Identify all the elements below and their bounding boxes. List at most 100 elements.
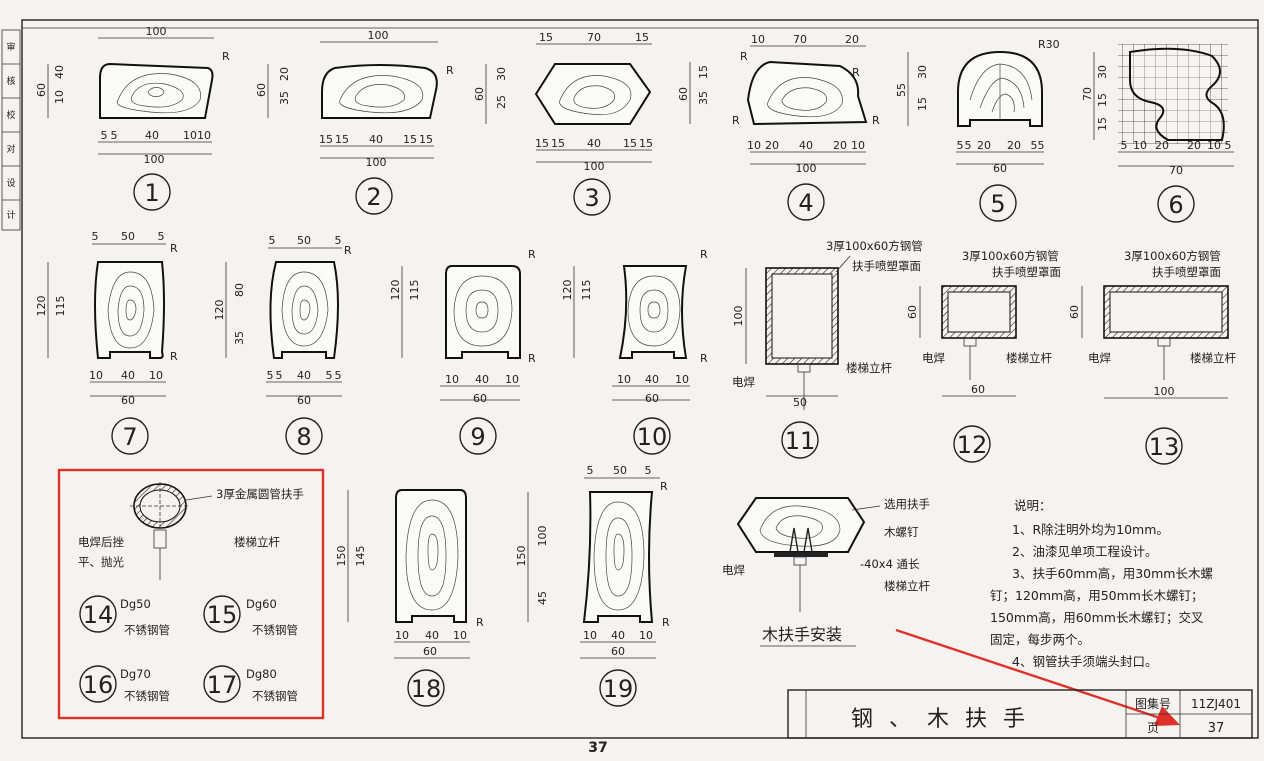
dim-label: 10 [453, 629, 467, 642]
profile-10: 120 115 10 40 10 60 R R 10 [561, 248, 708, 455]
radius-label: R [852, 66, 860, 79]
dim-label: 10 [639, 629, 653, 642]
dim-label: 15 [639, 137, 653, 150]
dim-label: 50 [121, 230, 135, 243]
dim-label: 5 [269, 234, 276, 247]
dim-label: 55 [895, 83, 908, 97]
dim-label: 10 [747, 139, 761, 152]
dim-label: 40 [145, 129, 159, 142]
tube-type: 不锈钢管 [124, 689, 170, 703]
profile-8: 5 50 5 120 80 35 5 5 40 5 5 60 R 8 [213, 234, 352, 455]
radius-label: R [170, 242, 178, 255]
steel-label: 3厚100x60方钢管 [826, 239, 923, 253]
detail-number: 1 [144, 179, 159, 207]
profile-3: 15 70 15 60 30 25 15 15 40 15 15 100 3 [473, 31, 653, 216]
detail-number: 19 [603, 675, 634, 703]
dim-label: 5 [957, 139, 964, 152]
dim-label: 60 [473, 392, 487, 405]
radius-label: R [528, 352, 536, 365]
dim-label: 60 [993, 162, 1007, 175]
weld-label: 电焊 [722, 563, 745, 577]
weld-label: 电焊后挫 [78, 535, 124, 549]
notes-block: 说明： 1、R除注明外均为10mm。 2、油漆见单项工程设计。 3、扶手60mm… [990, 498, 1213, 669]
tube-type: 不锈钢管 [252, 689, 298, 703]
radius-label: R [732, 114, 740, 127]
detail-number: 9 [470, 423, 485, 451]
detail-number: 4 [798, 189, 813, 217]
detail-number: 3 [584, 184, 599, 212]
notes-title: 说明： [1014, 498, 1052, 513]
dim-label: 10 [505, 373, 519, 386]
side-tab: 审 核 校 对 设 计 [1, 29, 21, 231]
highlight-box [57, 468, 325, 720]
dim-label: 70 [1081, 87, 1094, 101]
install-title: 木扶手安装 [762, 625, 842, 644]
notes-line: 固定，每步两个。 [990, 632, 1090, 647]
dim-label: 10 [89, 369, 103, 382]
dim-label: 5 [1031, 139, 1038, 152]
dim-label: 100 [584, 160, 605, 173]
dim-label: 60 [677, 87, 690, 101]
post-label: 楼梯立杆 [846, 361, 892, 375]
drawing-title: 钢、木扶手 [851, 707, 1041, 732]
radius-label: R [740, 50, 748, 63]
radius-label: R [700, 352, 708, 365]
dim-label: 15 [535, 137, 549, 150]
dim-label: 40 [587, 137, 601, 150]
dim-label: 15 [623, 137, 637, 150]
dim-label: 20 [765, 139, 779, 152]
profile-6: 70 30 15 15 5 10 20 20 10 5 70 6 [1081, 44, 1234, 223]
dim-label: 5 [1038, 139, 1045, 152]
dim-label: 100 [144, 153, 165, 166]
dim-label: 5 [158, 230, 165, 243]
dim-label: 40 [297, 369, 311, 382]
notes-line: 2、油漆见单项工程设计。 [1012, 544, 1157, 559]
dim-label: 115 [54, 296, 67, 317]
dim-label: 5 [326, 369, 333, 382]
dim-label: 10 [1207, 139, 1221, 152]
radius-label: R [170, 350, 178, 363]
detail-number: 11 [785, 427, 816, 455]
dim-label: 40 [53, 65, 66, 79]
radius-label: R [528, 248, 536, 261]
notes-line: 4、钢管扶手须端头封口。 [1012, 654, 1157, 669]
tube-type: 不锈钢管 [252, 623, 298, 637]
detail-number: 15 [207, 601, 238, 629]
dim-label: 40 [611, 629, 625, 642]
dim-label: 5 [645, 464, 652, 477]
sheet-border [21, 19, 1259, 739]
dim-label: 20 [1007, 139, 1021, 152]
dim-label: 5 [1121, 139, 1128, 152]
dim-label: 10 [675, 373, 689, 386]
dim-label: 30 [495, 67, 508, 81]
radius-label: R [872, 114, 880, 127]
detail-number: 17 [207, 671, 238, 699]
detail-number: 2 [366, 183, 381, 211]
dim-label: 15 [1096, 117, 1109, 131]
dim-label: 10 [617, 373, 631, 386]
dim-label: 5 [965, 139, 972, 152]
dim-label: 70 [587, 31, 601, 44]
detail-number: 7 [122, 423, 137, 451]
dim-label: 10 [583, 629, 597, 642]
tube-size: Dg60 [246, 597, 277, 611]
dim-label: 10 [445, 373, 459, 386]
dim-label: 5 [335, 369, 342, 382]
tube-type: 不锈钢管 [124, 623, 170, 637]
side-tab-cell: 对 [6, 143, 15, 155]
dim-label: 15 [916, 97, 929, 111]
steel-label: 3厚100x60方钢管 [962, 249, 1059, 263]
dim-label: 20 [1187, 139, 1201, 152]
profile-9: 120 115 10 40 10 60 R R 9 [389, 248, 536, 455]
round-tube-panel: 3厚金属圆管扶手 电焊后挫 平、抛光 楼梯立杆 14 Dg50 不锈钢管 15 … [57, 468, 325, 720]
dim-label: 50 [613, 464, 627, 477]
dim-label: 120 [561, 280, 574, 301]
dim-label: 30 [1096, 65, 1109, 79]
dim-label: 10 [53, 90, 66, 104]
dim-label: 45 [536, 591, 549, 605]
dim-label: 60 [121, 394, 135, 407]
radius-label: R [660, 480, 668, 493]
dim-label: 100 [368, 29, 389, 42]
side-tab-cell: 计 [6, 209, 15, 221]
